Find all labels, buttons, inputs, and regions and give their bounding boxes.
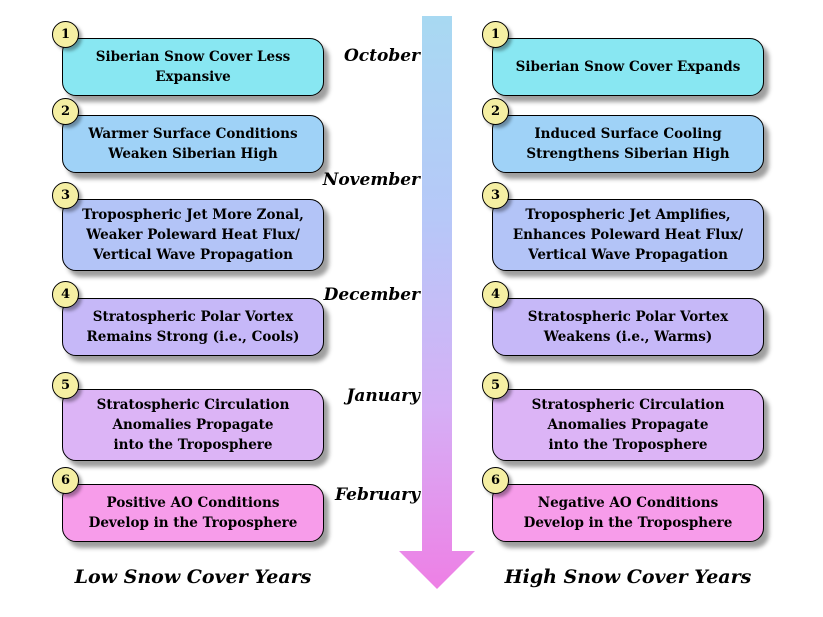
step-number-badge: 6 — [52, 467, 79, 494]
step-number-badge: 4 — [52, 281, 79, 308]
step-number-badge: 5 — [482, 372, 509, 399]
step-text: Negative AO Conditions Develop in the Tr… — [523, 494, 733, 531]
arrow-shape — [399, 16, 475, 589]
step-box-right-6: 6 Negative AO Conditions Develop in the … — [482, 467, 764, 542]
footer-low-snow-cover: Low Snow Cover Years — [74, 566, 312, 588]
month-label-november: November — [322, 170, 420, 190]
step-number-badge: 5 — [52, 372, 79, 399]
footer-high-snow-cover: High Snow Cover Years — [504, 566, 752, 588]
month-label-october: October — [343, 46, 420, 66]
step-number-badge: 3 — [52, 182, 79, 209]
step-box-right-4: 4 Stratospheric Polar Vortex Weakens (i.… — [482, 281, 764, 356]
step-text: Stratospheric Circulation Anomalies Prop… — [531, 396, 725, 454]
step-box-left-4: 4 Stratospheric Polar Vortex Remains Str… — [52, 281, 324, 356]
step-box-left-2: 2 Warmer Surface Conditions Weaken Siber… — [52, 98, 324, 173]
step-text: Induced Surface Cooling Strengthens Sibe… — [526, 125, 730, 162]
timeline-arrow — [399, 16, 475, 589]
step-box-left-1: 1 Siberian Snow Cover Less Expansive — [52, 21, 324, 96]
month-label-december: December — [323, 285, 420, 305]
step-number-badge: 4 — [482, 281, 509, 308]
step-text: Tropospheric Jet Amplifies, Enhances Pol… — [512, 206, 744, 264]
month-label-february: February — [334, 485, 420, 505]
step-number-badge: 1 — [482, 21, 509, 48]
step-box-right-3: 3 Tropospheric Jet Amplifies, Enhances P… — [482, 182, 764, 271]
step-number-badge: 1 — [52, 21, 79, 48]
step-box-right-5: 5 Stratospheric Circulation Anomalies Pr… — [482, 372, 764, 461]
step-number-badge: 3 — [482, 182, 509, 209]
step-text: Stratospheric Polar Vortex Remains Stron… — [86, 308, 300, 345]
step-number-badge: 2 — [52, 98, 79, 125]
step-box-left-3: 3 Tropospheric Jet More Zonal, Weaker Po… — [52, 182, 324, 271]
step-text: Stratospheric Polar Vortex Weakens (i.e.… — [527, 308, 729, 345]
step-text: Siberian Snow Cover Less Expansive — [95, 48, 291, 85]
step-text: Tropospheric Jet More Zonal, Weaker Pole… — [82, 206, 304, 264]
step-number-badge: 6 — [482, 467, 509, 494]
step-box-left-6: 6 Positive AO Conditions Develop in the … — [52, 467, 324, 542]
month-label-january: January — [346, 386, 420, 406]
step-number-badge: 2 — [482, 98, 509, 125]
step-text: Positive AO Conditions Develop in the Tr… — [88, 494, 298, 531]
step-text: Warmer Surface Conditions Weaken Siberia… — [88, 125, 298, 162]
step-box-right-2: 2 Induced Surface Cooling Strengthens Si… — [482, 98, 764, 173]
step-box-left-5: 5 Stratospheric Circulation Anomalies Pr… — [52, 372, 324, 461]
step-box-right-1: 1 Siberian Snow Cover Expands — [482, 21, 764, 96]
step-text: Stratospheric Circulation Anomalies Prop… — [96, 396, 290, 454]
step-text: Siberian Snow Cover Expands — [515, 58, 741, 75]
